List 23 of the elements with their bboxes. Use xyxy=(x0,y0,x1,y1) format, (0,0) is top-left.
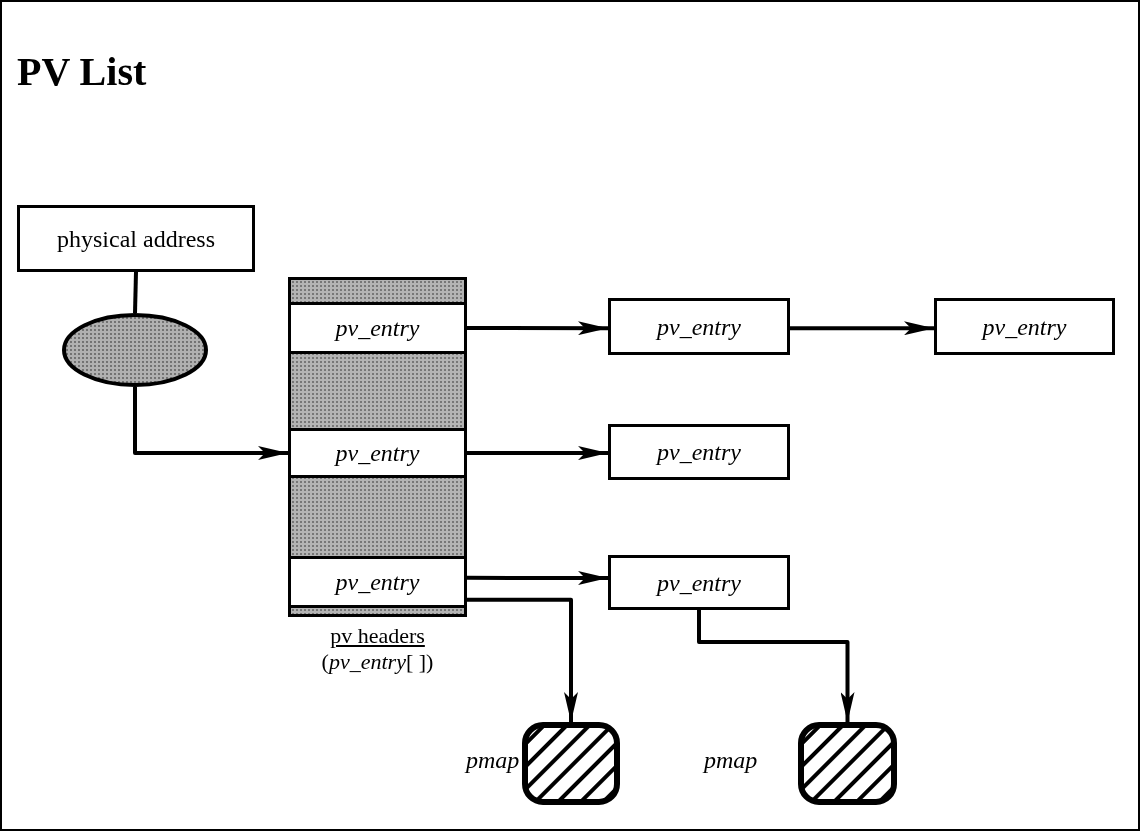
arrow xyxy=(467,571,608,586)
box-label: pmap xyxy=(704,746,758,775)
entry-box: physical address xyxy=(17,205,255,272)
arrow xyxy=(467,597,578,722)
hatched-box xyxy=(522,722,620,805)
array-row: pv_entry xyxy=(288,428,467,478)
shaded-ellipse xyxy=(62,313,208,387)
hatched-box xyxy=(798,722,897,805)
entry-box: pv_entry xyxy=(608,555,790,610)
array-caption: pv headers xyxy=(330,623,425,649)
array-row: pv_entry xyxy=(288,556,467,608)
title: PV List xyxy=(17,52,147,92)
entry-box: pv_entry xyxy=(608,298,790,355)
arrow xyxy=(790,321,934,336)
box-label: pmap xyxy=(466,746,520,775)
arrow xyxy=(467,321,608,336)
array-caption: (pv_entry[ ]) xyxy=(321,649,434,675)
entry-box: pv_entry xyxy=(934,298,1115,355)
arrow xyxy=(133,387,288,460)
array-row: pv_entry xyxy=(288,302,467,354)
entry-box: pv_entry xyxy=(608,424,790,480)
arrow xyxy=(697,610,855,722)
arrow xyxy=(467,446,608,461)
